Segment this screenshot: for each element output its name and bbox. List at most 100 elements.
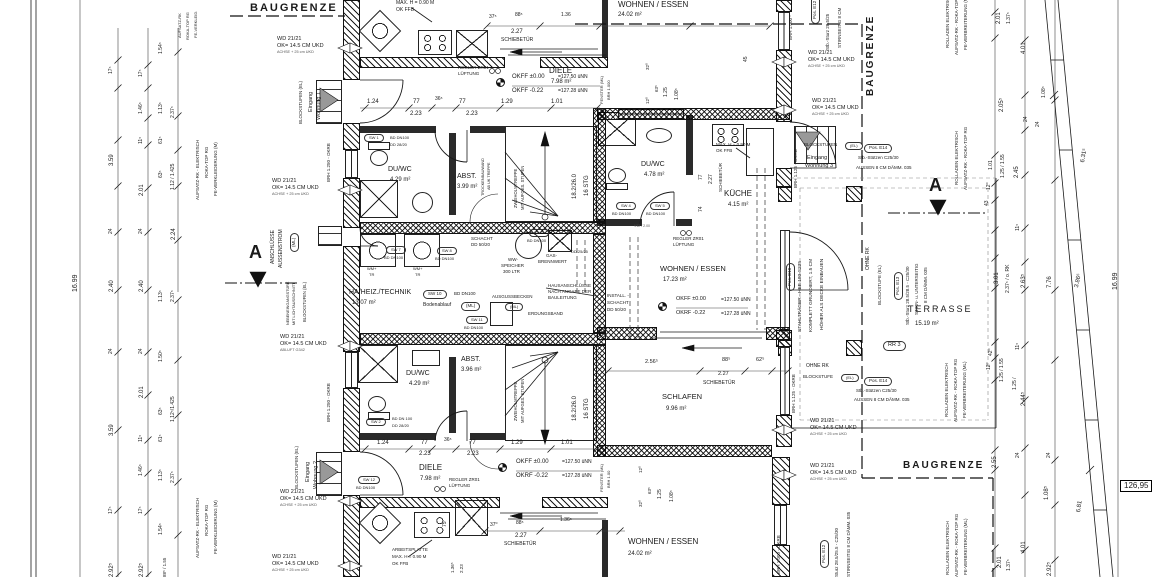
dims-left-text: 2.40 <box>139 280 145 292</box>
exterior-wall <box>343 246 360 352</box>
room-area: 4.29 m² <box>390 177 411 183</box>
dims-left-text: 24 <box>138 228 144 234</box>
dims-left-text: 1.46⁵ <box>138 464 144 476</box>
partition <box>597 219 642 226</box>
technik-text: BD DN100 <box>464 325 484 330</box>
technik-text: SW 7 <box>386 246 406 254</box>
dims-left-text: 61⁵ <box>158 434 164 442</box>
dims-right-text: 1.37⁵ <box>1006 559 1012 571</box>
dims-right-text: 43 <box>984 200 990 206</box>
dims-right-text: 2.01 <box>996 12 1002 24</box>
technik-text: (ML) <box>461 302 481 311</box>
wall-notes-text: ROLLADEN ELEKTRISCH <box>954 131 959 185</box>
wall-notes-text: MIT LICHTAUSSCHNITT <box>292 282 296 325</box>
wall-notes-text: FE-VERBREITERUNG (ML) <box>963 518 968 575</box>
wall-notes-text: ANSCHLÜSSE <box>270 230 276 264</box>
room-label: WOHNEN / ESSEN <box>628 537 699 546</box>
unit3-right-text: 88⁵ <box>722 357 731 363</box>
wall-notes-text: WD 21/21 <box>280 334 305 340</box>
technik-text: Bodenablauf <box>423 302 452 308</box>
unit3-right-text: RR 3 <box>883 341 906 351</box>
wall-notes-text: OK= 14.5 CM UKD <box>280 496 327 502</box>
unit3-right-text: OHNE RK <box>865 247 871 270</box>
wall-notes-text: Wohnung 1 <box>316 91 322 120</box>
technik-text: SW 11 <box>466 316 488 324</box>
wall-notes-text: BRH 1.250 - OKRB <box>326 143 331 182</box>
wall-notes-text: BLOCKSTUFEN (EL) <box>294 445 299 489</box>
unit2-bottom-text: 1.36⁵ <box>450 562 455 573</box>
unit2-bottom-text: ARBEITSPLATTE <box>392 547 428 552</box>
unit3-right-text: BD DN100 <box>612 211 632 216</box>
window-icon <box>345 150 358 178</box>
unit3-right-text: OKFF ±0.00 <box>676 296 706 302</box>
room-label: KÜCHE <box>724 189 753 198</box>
unit3-right-text: MAX. H = 0.90 M <box>716 142 751 147</box>
technik-text: TR <box>415 272 421 277</box>
partition <box>470 126 506 133</box>
unit1-top-text: OKFF -0.22 <box>512 88 544 94</box>
dims-left-text: 88⁵ / 1.55 <box>162 557 167 577</box>
wall-notes-text: WD 21/21 <box>808 50 833 56</box>
dims-left-text: 2.24 <box>171 228 177 240</box>
technik-text: GAS- <box>546 253 558 258</box>
unit3-right-text: SCHIEBETÜR <box>703 380 736 386</box>
unit3-right-text: AUSSEN 8 CM DÄMM. 035 <box>856 165 912 170</box>
dims-left-text: 2.92⁵ <box>139 562 145 577</box>
staircase <box>505 126 597 222</box>
wall-notes-text: ACHSE + 25 cm UKD <box>272 192 309 196</box>
technik-text: NACH ANGABE DER <box>548 289 592 294</box>
wall-notes-text: AUFSATZ-RK - ELEKTRISCH <box>195 139 200 200</box>
cooktop <box>712 124 744 146</box>
unit2-bottom-text: OK FFB <box>392 561 409 566</box>
technik-text: BD DN100 <box>454 291 476 296</box>
unit3-right-text: SCHACHT <box>607 300 629 305</box>
toilet-tank <box>368 142 390 150</box>
unit1-top-text: 77 <box>459 99 466 105</box>
dims-left-text: 2.37⁵ <box>170 471 176 483</box>
toilet-tank <box>606 183 628 190</box>
dims-left-text: 1.54⁵ <box>158 42 164 54</box>
unit2-bottom-text: REGLER ZR01 <box>449 477 480 482</box>
dims-right-text: 4.01 <box>1021 42 1027 54</box>
unit2-bottom-text: =127.28 üNN <box>562 473 592 479</box>
room-label: DIELE <box>549 66 573 75</box>
unit3-right-text: BLOCKSTUFE <box>803 374 834 379</box>
technik-text: WM+ <box>367 266 377 271</box>
unit2-bottom-text: OKFF ±0.00 <box>516 459 549 465</box>
unit2-bottom-text: 36⁵ <box>444 437 452 443</box>
wall-notes-text: BRH 1.250 - OKRB <box>326 383 331 422</box>
room-area: 4.29 m² <box>409 381 430 387</box>
exterior-wall <box>776 0 792 12</box>
unit1-top-text: 45 <box>743 56 749 62</box>
dims-right-text: 11⁵ <box>1015 342 1021 350</box>
unit3-right-text: SW 5 <box>650 202 670 210</box>
technik-text: TR <box>369 272 375 277</box>
partition <box>360 126 436 133</box>
wall-notes-text: ROLLADEN ELEKTRISCH <box>944 363 949 417</box>
dims-right-text: 3.01 <box>994 272 1000 284</box>
dims-left-text: 24 <box>108 348 114 354</box>
wall-notes-text: STIRNSEITIG 8 CM <box>837 7 842 48</box>
wall-notes-text: OK= 14.5 CM UKD <box>272 561 319 567</box>
unit2-bottom-text: 75 <box>442 521 448 527</box>
wall-notes-text: WD 21/21 <box>810 463 835 469</box>
washing-machine <box>360 234 396 267</box>
kitchen-sink-counter <box>746 128 774 176</box>
unit3-right-text: Pos. E14 <box>864 144 893 153</box>
dims-left-text: 1.46⁵ <box>138 102 144 114</box>
washbasin <box>412 350 440 366</box>
unit3-right-text: INSTALL. - <box>607 293 629 298</box>
dims-left-text: 2.01 <box>139 184 145 196</box>
unit1-top-text: ZWEIHOLMTREPPE <box>513 168 518 208</box>
unit2-bottom-text: 1.01 <box>561 440 573 446</box>
unit3-right-text: (EL) <box>841 374 859 382</box>
unit3-right-text: (EL) <box>845 142 863 150</box>
unit1-top-text: MAX. H = 0.90 M <box>396 0 435 6</box>
unit2-bottom-text: 1.25 <box>657 489 663 499</box>
dims-right-text: 42⁰ <box>988 348 994 356</box>
toilet <box>608 168 626 183</box>
unit2-bottom-text: 12⁰ <box>638 466 643 473</box>
technik-text: SCHACHT <box>471 236 493 241</box>
wall-notes-text: FE-VERBREITERUNG (ML) <box>963 0 968 50</box>
wall-notes-text: AUFSATZ-RK - ROKA-TOP RG <box>954 513 959 577</box>
